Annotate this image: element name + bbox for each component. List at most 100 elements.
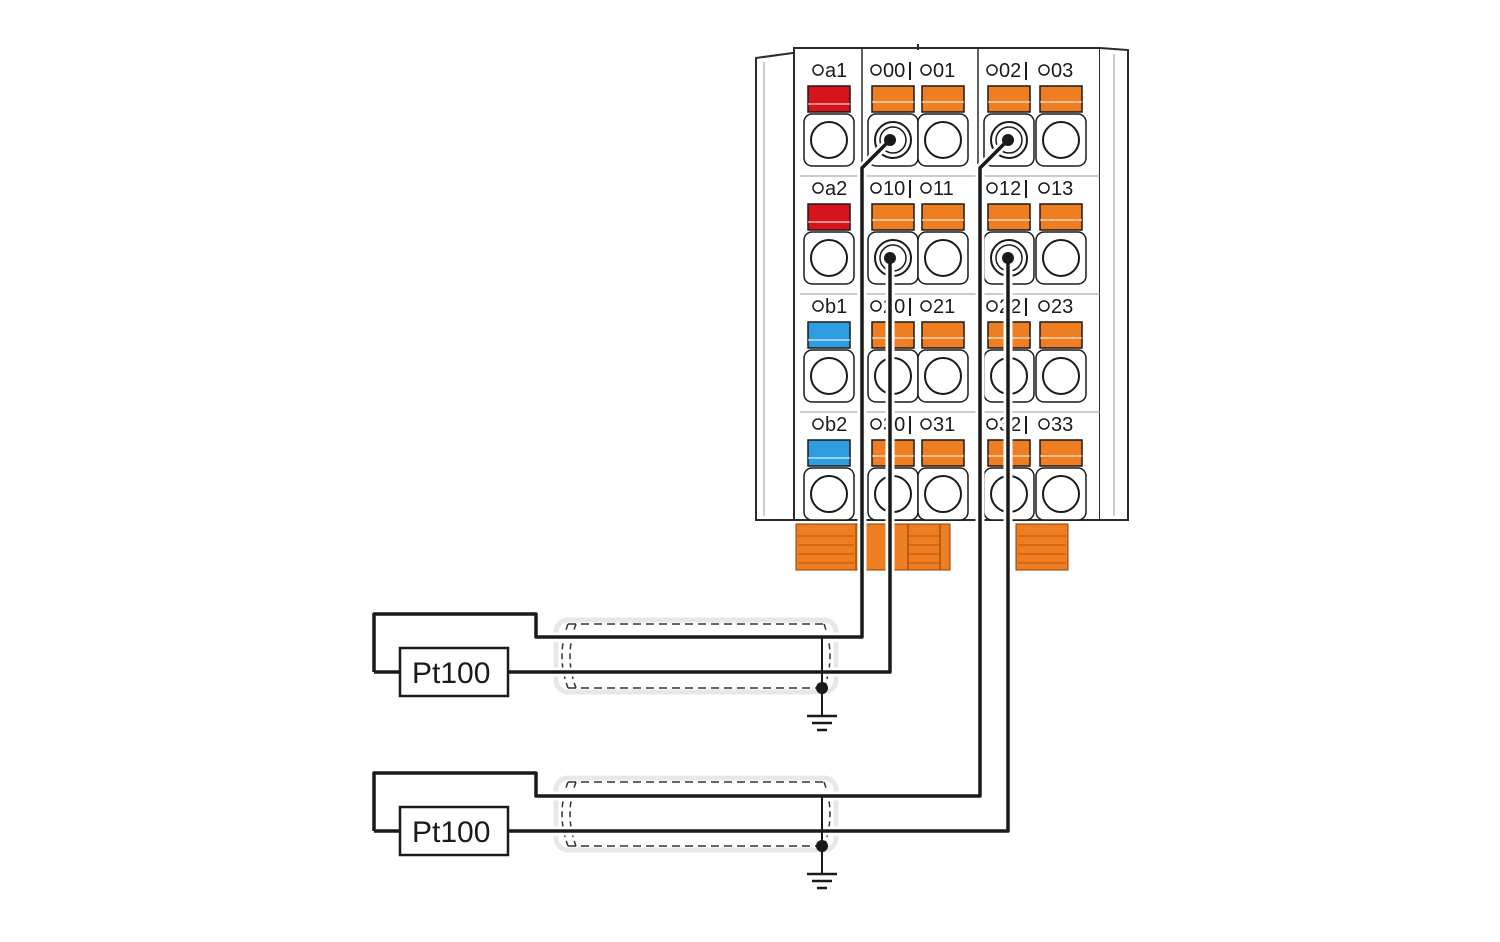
- wire-entry-hole: [1042, 357, 1080, 395]
- terminal-label: 13: [1051, 178, 1073, 200]
- push-button-red: [807, 203, 851, 231]
- marker-circle-icon: [870, 64, 882, 76]
- shield-end: [561, 781, 569, 847]
- push-button-orange: [987, 85, 1031, 113]
- shield-end: [569, 623, 577, 689]
- marker-circle-icon: [1038, 300, 1050, 312]
- shield-end: [823, 623, 831, 689]
- terminal-11: 11: [917, 178, 969, 285]
- marker-circle-icon: [920, 418, 932, 430]
- marker-circle-icon: [986, 182, 998, 194]
- terminal-13: 13: [1035, 178, 1087, 285]
- shield-end: [569, 781, 577, 847]
- terminal-03: 03: [1035, 60, 1087, 167]
- sensor2-wire-b: [509, 258, 1010, 833]
- marker-circle-icon: [812, 300, 824, 312]
- terminal-23: 23: [1035, 296, 1087, 403]
- marker-circle-icon: [870, 300, 882, 312]
- marker-circle-icon: [812, 182, 824, 194]
- terminal-label: 01: [933, 60, 955, 82]
- push-button-orange: [921, 85, 965, 113]
- marker-circle-icon: [870, 418, 882, 430]
- sensor-label: Pt100: [412, 816, 490, 849]
- terminal-label: 00: [883, 60, 905, 82]
- wire-entry-hole: [924, 239, 962, 277]
- ground-icon: [807, 688, 837, 732]
- push-button-orange: [921, 203, 965, 231]
- marker-circle-icon: [1038, 182, 1050, 194]
- terminal-connection-dot: [1002, 252, 1014, 264]
- side-label: a1: [825, 60, 847, 82]
- marker-circle-icon: [920, 64, 932, 76]
- terminal-connection-dot: [884, 252, 896, 264]
- terminal-31: 31: [917, 414, 969, 521]
- marker-circle-icon: [920, 300, 932, 312]
- terminal-label: 31: [933, 414, 955, 436]
- side-label: a2: [825, 178, 847, 200]
- terminal-row: a1: [803, 60, 855, 167]
- terminal-label: 33: [1051, 414, 1073, 436]
- push-button-orange: [1039, 321, 1083, 349]
- push-button-blue: [807, 321, 851, 349]
- wire-entry-hole: [1042, 475, 1080, 513]
- base-plate: [795, 523, 1069, 571]
- wire-entry-hole: [924, 121, 962, 159]
- wire-entry-hole: [810, 121, 848, 159]
- push-button-orange: [1039, 203, 1083, 231]
- side-label: b2: [825, 414, 847, 436]
- wire-entry-hole: [810, 239, 848, 277]
- terminal-21: 21: [917, 296, 969, 403]
- sensor-box: [398, 805, 510, 857]
- push-button-orange: [871, 85, 915, 113]
- marker-circle-icon: [986, 300, 998, 312]
- shield-halo: [553, 617, 839, 695]
- base-orange-bar: [939, 523, 951, 571]
- ground-icon: [807, 846, 837, 890]
- shield-halo: [553, 775, 839, 853]
- terminal-row: b2: [800, 411, 1100, 521]
- wire-entry-hole: [924, 475, 962, 513]
- marker-circle-icon: [1038, 418, 1050, 430]
- push-button-orange: [987, 203, 1031, 231]
- terminal-33: 33: [1035, 414, 1087, 521]
- marker-circle-icon: [812, 64, 824, 76]
- terminal-label: 21: [933, 296, 955, 318]
- push-button-red: [807, 85, 851, 113]
- terminal-row: a2: [800, 175, 1100, 285]
- terminal-label: 11: [933, 178, 954, 200]
- shield-end: [823, 781, 831, 847]
- sensor-pt100: Pt100: [398, 646, 510, 698]
- terminal-label: 10: [883, 178, 905, 200]
- sensor-label: Pt100: [412, 657, 490, 690]
- marker-circle-icon: [812, 418, 824, 430]
- push-button-blue: [807, 439, 851, 467]
- terminal-label: 12: [999, 178, 1021, 200]
- wire-entry-hole: [1042, 239, 1080, 277]
- terminal-01: 01: [917, 60, 969, 167]
- wire-entry-hole: [810, 357, 848, 395]
- base-orange-bar: [1015, 523, 1069, 571]
- terminal-label: 23: [1051, 296, 1073, 318]
- terminal-label: 02: [999, 60, 1021, 82]
- sensor-box: [398, 646, 510, 698]
- marker-circle-icon: [1038, 64, 1050, 76]
- marker-circle-icon: [986, 418, 998, 430]
- sensor2-wire-a: [372, 138, 1010, 831]
- shielded-cable-icon: [553, 617, 839, 695]
- marker-circle-icon: [986, 64, 998, 76]
- wire-entry-hole: [924, 357, 962, 395]
- push-button-orange: [921, 439, 965, 467]
- side-label: b1: [825, 296, 847, 318]
- terminal-row: b1: [800, 293, 1100, 403]
- shielded-cable-icon: [553, 775, 839, 853]
- wire-entry-inner: [995, 126, 1023, 154]
- push-button-orange: [871, 203, 915, 231]
- push-button-orange: [1039, 439, 1083, 467]
- sensor-pt100: Pt100: [398, 805, 510, 857]
- sensor1-wire-a: [372, 138, 892, 672]
- base-orange-bar: [795, 523, 857, 571]
- marker-circle-icon: [920, 182, 932, 194]
- shield-end: [561, 623, 569, 689]
